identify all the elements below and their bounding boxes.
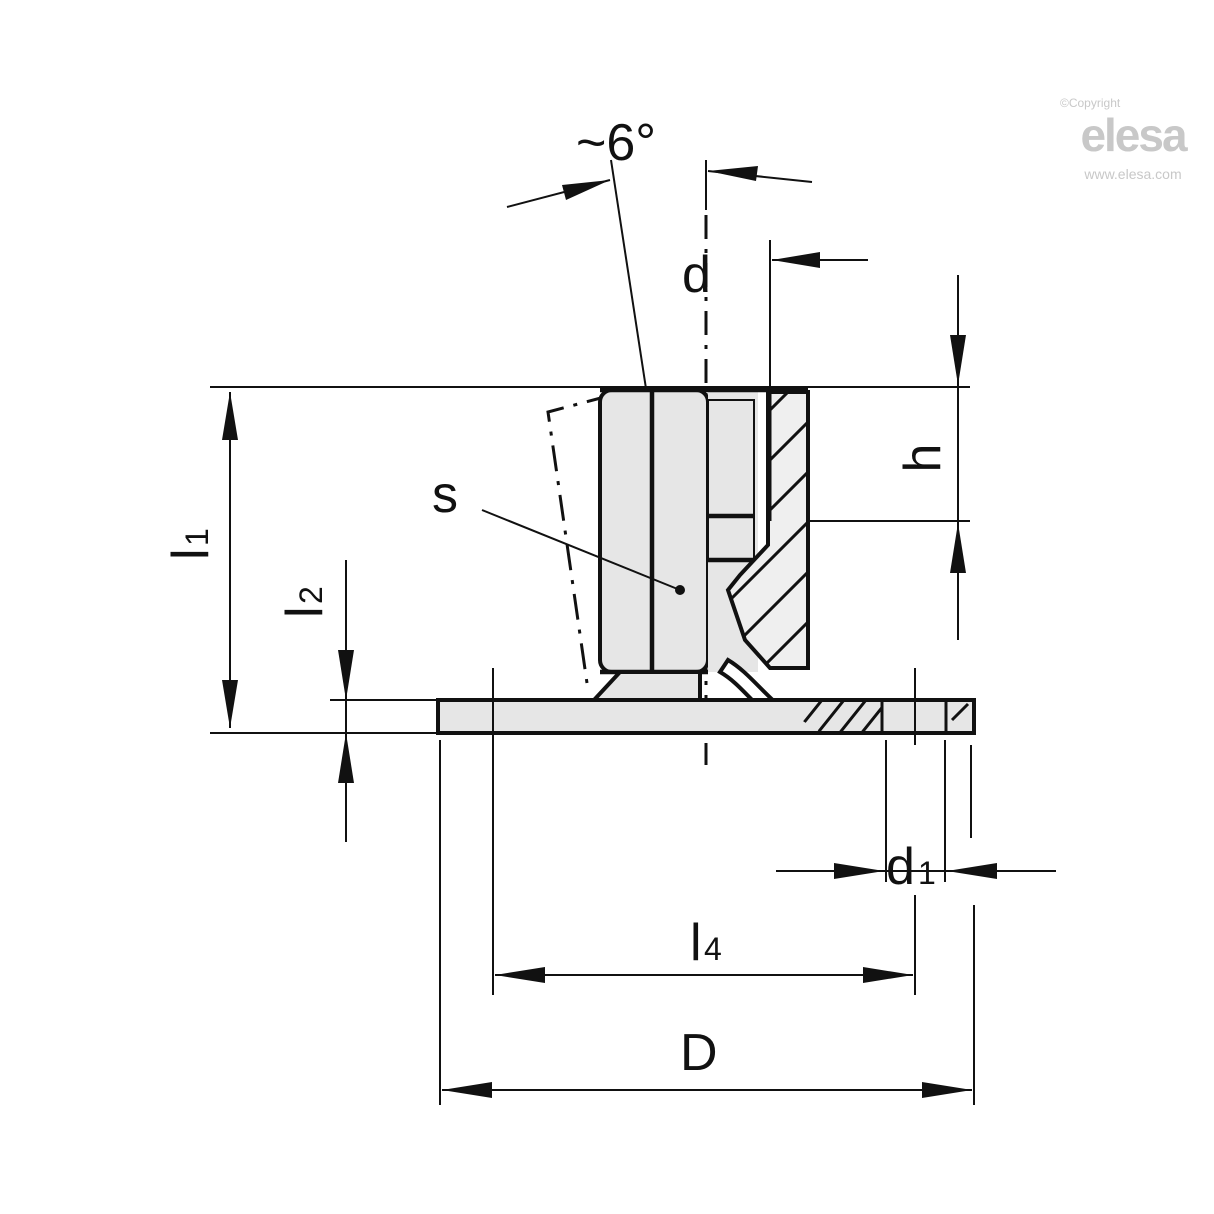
angle-label: ~6° [576, 114, 656, 172]
l1-label-main: l [162, 548, 220, 560]
h-label: h [894, 444, 952, 473]
s-label: s [432, 466, 458, 524]
d1-label-main: d [886, 838, 915, 896]
l2-label-main: l [276, 606, 334, 618]
website-url: www.elesa.com [1084, 166, 1182, 182]
l4-dimension [495, 967, 913, 983]
l4-label-main: l [690, 914, 702, 972]
section-hatch [725, 390, 810, 670]
d1-dimension [776, 863, 1056, 879]
elesa-watermark: ©Copyright elesa www.elesa.com [1058, 96, 1208, 182]
copyright-text: ©Copyright [1060, 96, 1121, 110]
l1-label-sub: 1 [179, 528, 215, 546]
s-leader [481, 509, 685, 595]
d1-label-sub: 1 [918, 855, 936, 891]
D-label: D [680, 1024, 718, 1082]
brand-logo: elesa [1080, 109, 1187, 161]
d-label: d [682, 246, 711, 304]
tilt-phantom-outline [546, 393, 613, 691]
h-dimension [950, 275, 966, 640]
l4-label-sub: 4 [704, 931, 722, 967]
l2-dimension [338, 560, 354, 842]
base-plate [436, 698, 976, 735]
d-dimension [705, 160, 868, 395]
D-dimension [442, 1082, 972, 1098]
l2-label-sub: 2 [293, 586, 329, 604]
l1-dimension [222, 392, 238, 728]
